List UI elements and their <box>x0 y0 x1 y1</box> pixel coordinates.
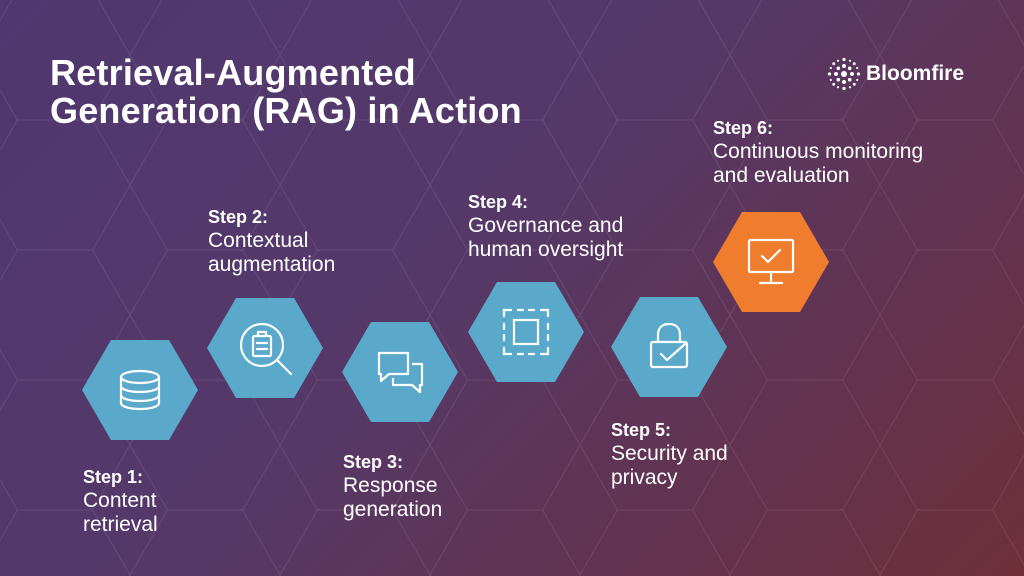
step-4-hexagon <box>468 282 584 382</box>
search-document-icon <box>239 322 293 376</box>
frame-focus-icon <box>502 308 550 356</box>
step-3-line-1: Response <box>343 474 438 497</box>
step-6-hex-shape <box>713 212 829 312</box>
lock-check-icon <box>649 322 689 369</box>
step-2-hexagon <box>207 298 323 398</box>
step-4-line-1: Governance and <box>468 214 624 237</box>
step-3-label: Step 3: Response generation <box>343 450 442 522</box>
step-3-hexagon <box>342 322 458 422</box>
step-2-label: Step 2: Contextual augmentation <box>208 205 335 277</box>
step-6-number: Step 6: <box>713 118 774 138</box>
page-title: Retrieval-Augmented Generation (RAG) in … <box>50 54 610 130</box>
step-1-line-1: Content <box>83 489 157 512</box>
step-1-hexagon <box>82 340 198 440</box>
chat-bubbles-icon <box>377 351 424 394</box>
title-line-1: Retrieval-Augmented <box>50 52 416 93</box>
step-3-line-2: generation <box>343 498 443 521</box>
step-6-hexagon <box>713 212 829 312</box>
bloom-burst-icon <box>827 57 861 91</box>
step-1-hex-shape <box>82 340 198 440</box>
logo-text: Bloomfire <box>866 62 965 85</box>
step-4-line-2: human oversight <box>468 238 624 261</box>
step-2-line-2: augmentation <box>208 253 336 276</box>
step-2-number: Step 2: <box>208 207 269 227</box>
step-5-label: Step 5: Security and privacy <box>611 418 728 490</box>
step-1-label: Step 1: Content retrieval <box>83 465 158 537</box>
step-2-line-1: Contextual <box>208 229 309 252</box>
step-5-line-1: Security and <box>611 442 728 465</box>
step-4-hex-shape <box>468 282 584 382</box>
step-6-label: Step 6: Continuous monitoring and evalua… <box>713 116 923 188</box>
step-4-label: Step 4: Governance and human oversight <box>468 190 623 262</box>
step-5-line-2: privacy <box>611 466 678 489</box>
step-1-number: Step 1: <box>83 467 144 487</box>
step-6-line-1: Continuous monitoring <box>713 140 924 163</box>
step-4-number: Step 4: <box>468 192 529 212</box>
step-5-hexagon <box>611 297 727 397</box>
step-5-hex-shape <box>611 297 727 397</box>
monitor-check-icon <box>747 238 795 285</box>
step-3-hex-shape <box>342 322 458 422</box>
step-1-line-2: retrieval <box>83 513 158 536</box>
bloomfire-logo: Bloomfire <box>826 56 964 92</box>
database-icon <box>119 369 161 411</box>
title-line-2: Generation (RAG) in Action <box>50 90 522 131</box>
step-6-line-2: and evaluation <box>713 164 850 187</box>
step-3-number: Step 3: <box>343 452 404 472</box>
step-5-number: Step 5: <box>611 420 672 440</box>
